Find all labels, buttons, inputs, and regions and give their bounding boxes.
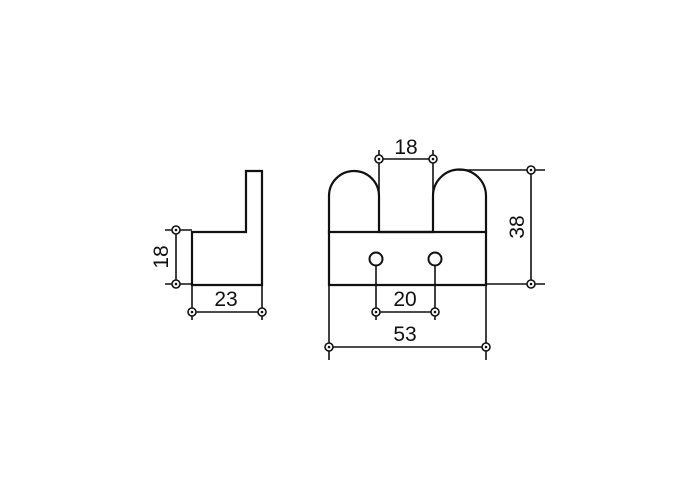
dim-label-side-height: 18 — [150, 245, 173, 268]
dimension-hole-spacing: 20 — [371, 266, 440, 320]
dimension-total-width: 53 — [324, 285, 491, 360]
side-view: 18 23 — [150, 169, 267, 320]
dimension-side-height: 18 — [150, 225, 192, 289]
front-view: 18 38 20 53 — [324, 136, 545, 360]
dim-label-total-height: 38 — [506, 215, 529, 238]
dim-label-slot-width: 18 — [394, 136, 417, 159]
side-view-outline — [190, 169, 264, 287]
mounting-hole-right — [427, 251, 443, 267]
mounting-hole-left — [368, 251, 384, 267]
dim-label-hole-spacing: 20 — [393, 288, 416, 311]
dim-label-total-width: 53 — [393, 323, 416, 346]
dimension-side-depth: 23 — [187, 285, 267, 320]
dimension-total-height: 38 — [458, 165, 545, 289]
dimension-slot-width: 18 — [374, 136, 438, 232]
dim-label-side-depth: 23 — [214, 288, 237, 311]
front-view-outline — [327, 168, 488, 287]
